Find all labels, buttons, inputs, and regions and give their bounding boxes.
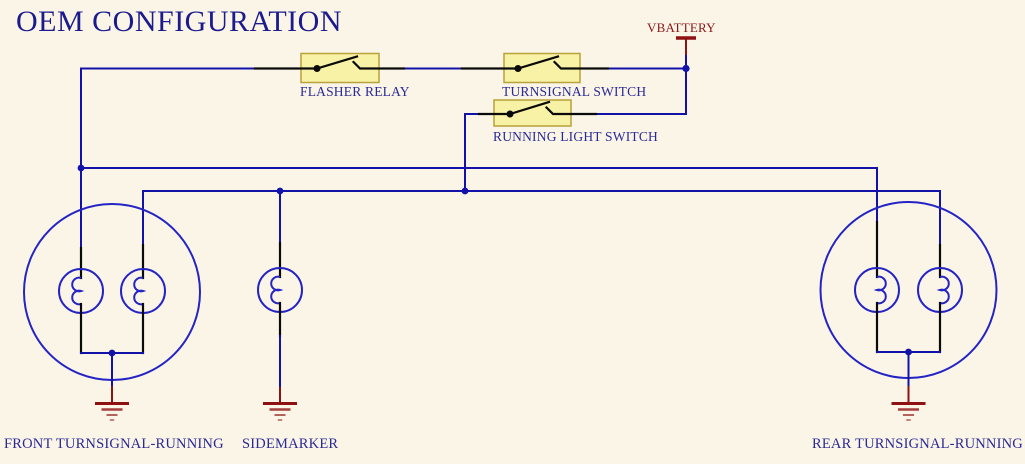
sidemarker-ground-symbol xyxy=(263,387,297,421)
turnsignal-switch-lever xyxy=(516,55,560,70)
wire-bus-168 xyxy=(80,167,878,223)
sidemarker-label: SIDEMARKER xyxy=(242,436,339,452)
vbattery-symbol xyxy=(676,36,696,73)
front-lamp-label: FRONT TURNSIGNAL-RUNNING xyxy=(4,436,224,452)
front-left-bulb-filament xyxy=(71,276,85,306)
front-right-bulb-filament xyxy=(133,276,147,306)
junction-dot-left-riser xyxy=(77,164,85,172)
flasher-relay-switch xyxy=(253,52,406,84)
running-light-switch xyxy=(477,99,598,127)
wire-net-turnsignal-bus xyxy=(77,164,878,223)
wire-running-switch-output xyxy=(464,113,480,192)
rear-lamp xyxy=(819,201,998,387)
turnsignal-switch-right-lead xyxy=(552,60,610,70)
junction-dot-running-feed xyxy=(461,187,469,195)
sidemarker-bulb-filament xyxy=(270,275,284,305)
flasher-relay-right-lead xyxy=(351,60,406,70)
junction-dot-vbattery xyxy=(682,64,690,73)
turnsignal-switch xyxy=(460,52,610,84)
turnsignal-switch-label: TURNSIGNAL SWITCH xyxy=(502,84,647,99)
rear-right-bulb-filament xyxy=(936,275,950,305)
wire-bus-191 xyxy=(142,190,941,246)
front-lamp xyxy=(23,203,201,387)
running-light-switch-lever xyxy=(508,100,551,116)
flasher-relay-label: FLASHER RELAY xyxy=(300,84,410,99)
sidemarker-lamp xyxy=(257,241,303,388)
rear-left-bulb-filament xyxy=(873,275,887,305)
wire-net-supply xyxy=(80,54,687,249)
page-title: OEM CONFIGURATION xyxy=(16,5,343,38)
wire-net-running-bus xyxy=(142,187,941,246)
front-ground-symbol xyxy=(95,386,129,421)
wire-junction-to-running-switch xyxy=(595,54,687,115)
running-light-switch-label: RUNNING LIGHT SWITCH xyxy=(493,129,658,144)
flasher-relay-lever xyxy=(315,55,359,70)
rear-lamp-label: REAR TURNSIGNAL-RUNNING xyxy=(812,436,1023,452)
wire-top-left xyxy=(80,67,256,249)
running-light-switch-right-lead xyxy=(544,105,598,116)
vbattery-label: VBATTERY xyxy=(647,20,716,35)
rear-ground-symbol xyxy=(891,386,926,421)
